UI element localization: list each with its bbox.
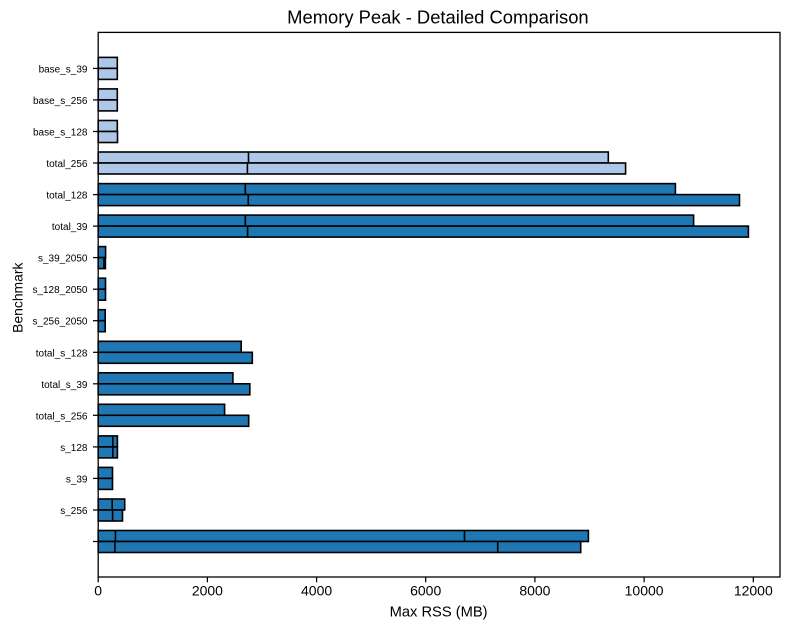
svg-text:s_39: s_39 [66,474,88,485]
svg-text:10000: 10000 [625,582,664,598]
svg-text:total_39: total_39 [52,222,88,233]
svg-text:s_39_2050: s_39_2050 [38,254,88,265]
svg-text:s_256: s_256 [60,506,88,517]
svg-text:s_256_2050: s_256_2050 [32,317,87,328]
svg-text:Memory Peak - Detailed Compari: Memory Peak - Detailed Comparison [287,7,589,28]
svg-text:base_s_128: base_s_128 [33,128,88,139]
svg-text:4000: 4000 [301,582,332,598]
svg-text:total_s_39: total_s_39 [41,380,88,391]
svg-text:Max RSS (MB): Max RSS (MB) [390,605,488,621]
svg-text:s_128_2050: s_128_2050 [32,285,87,296]
svg-text:total_s_128: total_s_128 [36,348,88,359]
svg-text:base_s_39: base_s_39 [39,64,88,75]
svg-text:6000: 6000 [410,582,441,598]
svg-text:base_s_256: base_s_256 [33,96,88,107]
svg-text:8000: 8000 [519,582,550,598]
svg-text:s_128: s_128 [60,443,88,454]
svg-text:total_256: total_256 [46,159,88,170]
svg-text:Benchmark: Benchmark [9,263,25,333]
svg-text:0: 0 [94,582,102,598]
svg-text:2000: 2000 [192,582,223,598]
svg-text:12000: 12000 [734,582,773,598]
svg-text:total_s_256: total_s_256 [36,411,88,422]
svg-text:total_128: total_128 [46,191,88,202]
